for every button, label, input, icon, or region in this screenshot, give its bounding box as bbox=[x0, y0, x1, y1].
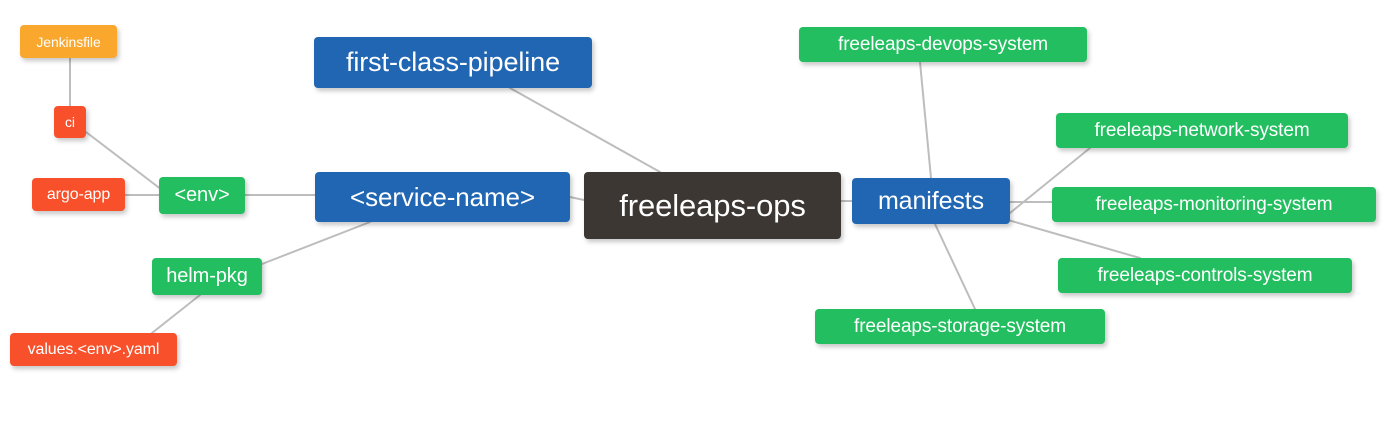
mindmap-node-helm-pkg[interactable]: helm-pkg bbox=[152, 258, 262, 295]
node-label: manifests bbox=[877, 186, 985, 215]
node-label: first-class-pipeline bbox=[345, 47, 561, 77]
edge-manifests-to-storage-system bbox=[934, 223, 976, 310]
mindmap-node-first-class-pipeline[interactable]: first-class-pipeline bbox=[314, 37, 592, 88]
node-label: freeleaps-controls-system bbox=[1097, 264, 1313, 286]
node-label: freeleaps-monitoring-system bbox=[1095, 193, 1333, 215]
node-label: freeleaps-ops bbox=[619, 187, 806, 223]
mindmap-node-monitoring-system[interactable]: freeleaps-monitoring-system bbox=[1052, 187, 1376, 222]
node-label: <env> bbox=[174, 184, 230, 206]
mindmap-node-controls-system[interactable]: freeleaps-controls-system bbox=[1058, 258, 1352, 293]
node-label: ci bbox=[65, 114, 75, 130]
node-label: Jenkinsfile bbox=[36, 33, 101, 50]
edge-helm-pkg-to-service-name bbox=[261, 221, 371, 265]
mindmap-node-env[interactable]: <env> bbox=[159, 177, 245, 214]
mindmap-node-ci[interactable]: ci bbox=[54, 106, 86, 138]
edge-manifests-to-devops-system bbox=[919, 61, 932, 179]
node-label: <service-name> bbox=[349, 181, 536, 212]
edge-values-yaml-to-helm-pkg bbox=[151, 294, 201, 334]
edge-service-name-to-freeleaps-ops bbox=[569, 196, 585, 201]
mindmap-node-values-yaml[interactable]: values.<env>.yaml bbox=[10, 333, 177, 366]
mindmap-node-freeleaps-ops[interactable]: freeleaps-ops bbox=[584, 172, 841, 239]
node-label: values.<env>.yaml bbox=[27, 340, 160, 358]
mindmap-node-service-name[interactable]: <service-name> bbox=[315, 172, 570, 222]
mindmap-node-storage-system[interactable]: freeleaps-storage-system bbox=[815, 309, 1105, 344]
node-label: freeleaps-storage-system bbox=[854, 315, 1066, 337]
node-label: helm-pkg bbox=[166, 265, 248, 287]
mindmap-node-network-system[interactable]: freeleaps-network-system bbox=[1056, 113, 1348, 148]
mindmap-node-jenkinsfile[interactable]: Jenkinsfile bbox=[20, 25, 117, 58]
node-label: freeleaps-devops-system bbox=[838, 33, 1048, 55]
node-label: argo-app bbox=[46, 185, 111, 203]
edge-first-class-pipeline-to-freeleaps-ops bbox=[509, 87, 661, 173]
mindmap-node-argo-app[interactable]: argo-app bbox=[32, 178, 125, 211]
mindmap-node-devops-system[interactable]: freeleaps-devops-system bbox=[799, 27, 1087, 62]
mindmap-node-manifests[interactable]: manifests bbox=[852, 178, 1010, 224]
node-label: freeleaps-network-system bbox=[1094, 119, 1310, 141]
edge-manifests-to-controls-system bbox=[1007, 219, 1141, 259]
